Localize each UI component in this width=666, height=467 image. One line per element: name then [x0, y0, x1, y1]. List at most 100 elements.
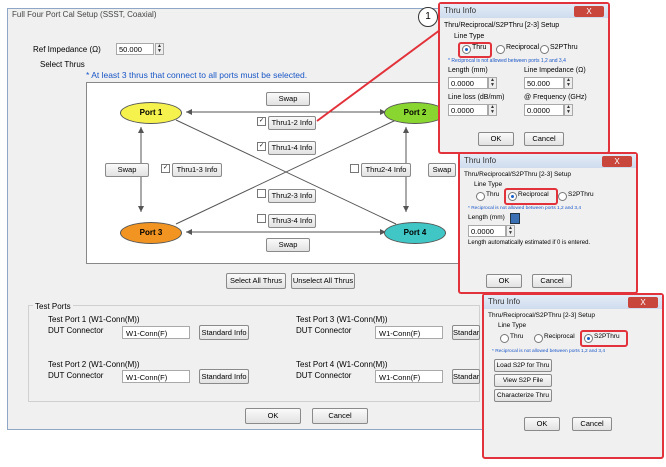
port2-standard-info-button[interactable]: Standard Info	[199, 369, 249, 384]
dialog1-close-button[interactable]: X	[574, 6, 604, 17]
main-window-title: Full Four Port Cal Setup (SSST, Coaxial)	[12, 10, 157, 19]
thru34-info-button[interactable]: Thru3-4 Info	[268, 214, 316, 228]
dialog2-reciprocal-highlight	[504, 188, 558, 205]
thru23-info-button[interactable]: Thru2-3 Info	[268, 189, 316, 203]
load-s2p-button[interactable]: Load S2P for Thru	[494, 359, 552, 372]
calculator-icon[interactable]	[510, 213, 520, 224]
thru13-info-button[interactable]: Thru1-3 Info	[172, 163, 222, 177]
dialog1-s2pthru-label: S2PThru	[550, 44, 578, 51]
dialog3-reciprocal-label: Reciprocal	[544, 333, 575, 340]
test-ports-label: Test Ports	[33, 302, 73, 311]
thru-info-dialog-3: Thru Info X Thru/Reciprocal/S2PThru [2-3…	[482, 293, 664, 459]
thru14-checkbox[interactable]: ✓	[257, 142, 266, 151]
test-ports-group	[28, 305, 480, 402]
test-port-1-label: Test Port 1 (W1-Conn(M))	[48, 315, 140, 324]
main-ok-button[interactable]: OK	[245, 408, 301, 424]
dialog1-line-impedance-label: Line Impedance (Ω)	[524, 67, 586, 74]
port3-connector-select[interactable]: W1-Conn(F)	[375, 326, 443, 339]
dialog3-reciprocal-radio[interactable]	[534, 334, 543, 343]
dialog3-s2pthru-radio[interactable]	[584, 334, 593, 343]
dialog1-setup-label: Thru/Reciprocal/S2PThru [2-3] Setup	[444, 22, 560, 29]
thru24-checkbox[interactable]	[350, 164, 359, 173]
dialog2-cancel-button[interactable]: Cancel	[532, 274, 572, 288]
dialog1-line-loss-spinner[interactable]: ▲▼	[488, 104, 497, 116]
dialog1-length-input[interactable]: 0.0000	[448, 77, 488, 89]
dialog1-length-label: Length (mm)	[448, 67, 488, 74]
port1-standard-info-button[interactable]: Standard Info	[199, 325, 249, 340]
main-cancel-button[interactable]: Cancel	[312, 408, 368, 424]
port3-standard-info-button[interactable]: Standard	[452, 325, 480, 340]
dialog1-reciprocal-radio[interactable]	[496, 45, 505, 54]
ref-impedance-label: Ref Impedance (Ω)	[33, 45, 101, 54]
thru12-info-button[interactable]: Thru1-2 Info	[268, 116, 316, 130]
dut-connector-label-3: DUT Connector	[296, 326, 352, 335]
dialog3-note: * Reciprocal is not allowed between port…	[492, 349, 606, 354]
dialog1-line-type-label: Line Type	[454, 33, 485, 40]
dialog1-frequency-label: @ Frequency (GHz)	[524, 94, 587, 101]
dialog1-titlebar: Thru Info	[440, 4, 608, 18]
port4-connector-select[interactable]: W1-Conn(F)	[375, 370, 443, 383]
swap-button-34[interactable]: Swap	[266, 238, 310, 252]
view-s2p-button[interactable]: View S2P File	[494, 374, 552, 387]
dialog1-ok-button[interactable]: OK	[478, 132, 514, 146]
dialog2-close-button[interactable]: X	[602, 156, 632, 167]
dialog1-impedance-input[interactable]: 50.000	[524, 77, 564, 89]
dialog1-line-loss-label: Line loss (dB/mm)	[448, 94, 505, 101]
dialog1-thru-label: Thru	[472, 44, 487, 51]
swap-button-13[interactable]: Swap	[105, 163, 149, 177]
thru34-checkbox[interactable]	[257, 214, 266, 223]
dialog2-length-spinner[interactable]: ▲▼	[506, 225, 515, 237]
dialog1-title: Thru Info	[444, 6, 477, 15]
dialog3-title: Thru Info	[488, 297, 521, 306]
port-2-node: Port 2	[384, 102, 446, 124]
dialog1-impedance-spinner[interactable]: ▲▼	[564, 77, 573, 89]
dialog3-ok-button[interactable]: OK	[524, 417, 560, 431]
dialog2-s2pthru-radio[interactable]	[558, 192, 567, 201]
port1-connector-select[interactable]: W1-Conn(F)	[122, 326, 190, 339]
dut-connector-label-1: DUT Connector	[48, 326, 104, 335]
ref-impedance-spinner[interactable]: ▲▼	[155, 43, 164, 55]
dialog2-reciprocal-radio[interactable]	[508, 192, 517, 201]
dialog1-note: * Reciprocal is not allowed between port…	[448, 58, 566, 64]
dialog2-titlebar: Thru Info	[460, 154, 636, 168]
thru14-info-button[interactable]: Thru1-4 Info	[268, 141, 316, 155]
thru13-checkbox[interactable]: ✓	[161, 164, 170, 173]
thru24-info-button[interactable]: Thru2-4 Info	[361, 163, 411, 177]
ref-impedance-input[interactable]: 50.000	[116, 43, 154, 55]
dialog1-length-spinner[interactable]: ▲▼	[488, 77, 497, 89]
dialog2-ok-button[interactable]: OK	[486, 274, 522, 288]
dialog2-reciprocal-label: Reciprocal	[518, 191, 549, 198]
select-thrus-label: Select Thrus	[40, 60, 85, 69]
dialog2-thru-radio[interactable]	[476, 192, 485, 201]
dialog1-s2pthru-radio[interactable]	[540, 45, 549, 54]
characterize-thru-button[interactable]: Characterize Thru	[494, 389, 552, 402]
swap-button-24[interactable]: Swap	[428, 163, 456, 177]
dialog2-note: * Reciprocal is not allowed between port…	[468, 206, 582, 211]
dialog1-thru-radio[interactable]	[462, 45, 471, 54]
dut-connector-label-4: DUT Connector	[296, 371, 352, 380]
dialog2-s2pthru-label: S2PThru	[568, 191, 594, 198]
dialog3-thru-radio[interactable]	[500, 334, 509, 343]
port4-standard-info-button[interactable]: Standard	[452, 369, 480, 384]
dialog3-setup-label: Thru/Reciprocal/S2PThru [2-3] Setup	[488, 312, 595, 319]
swap-button-12[interactable]: Swap	[266, 92, 310, 106]
dialog1-frequency-input[interactable]: 0.0000	[524, 104, 564, 116]
test-port-4-label: Test Port 4 (W1-Conn(M))	[296, 360, 388, 369]
dialog1-cancel-button[interactable]: Cancel	[524, 132, 564, 146]
dialog1-frequency-spinner[interactable]: ▲▼	[564, 104, 573, 116]
thru12-checkbox[interactable]: ✓	[257, 117, 266, 126]
select-all-thrus-button[interactable]: Select All Thrus	[226, 273, 286, 289]
dialog3-close-button[interactable]: X	[628, 297, 658, 308]
port-4-node: Port 4	[384, 222, 446, 244]
thru23-checkbox[interactable]	[257, 189, 266, 198]
dialog3-cancel-button[interactable]: Cancel	[572, 417, 612, 431]
port2-connector-select[interactable]: W1-Conn(F)	[122, 370, 190, 383]
dialog3-thru-label: Thru	[510, 333, 524, 340]
callout-number-badge: 1	[418, 7, 438, 27]
dialog2-length-input[interactable]: 0.0000	[468, 225, 506, 237]
dialog1-reciprocal-label: Reciprocal	[506, 44, 540, 51]
unselect-all-thrus-button[interactable]: Unselect All Thrus	[291, 273, 355, 289]
dialog1-line-loss-input[interactable]: 0.0000	[448, 104, 488, 116]
dialog3-titlebar: Thru Info	[484, 295, 662, 309]
